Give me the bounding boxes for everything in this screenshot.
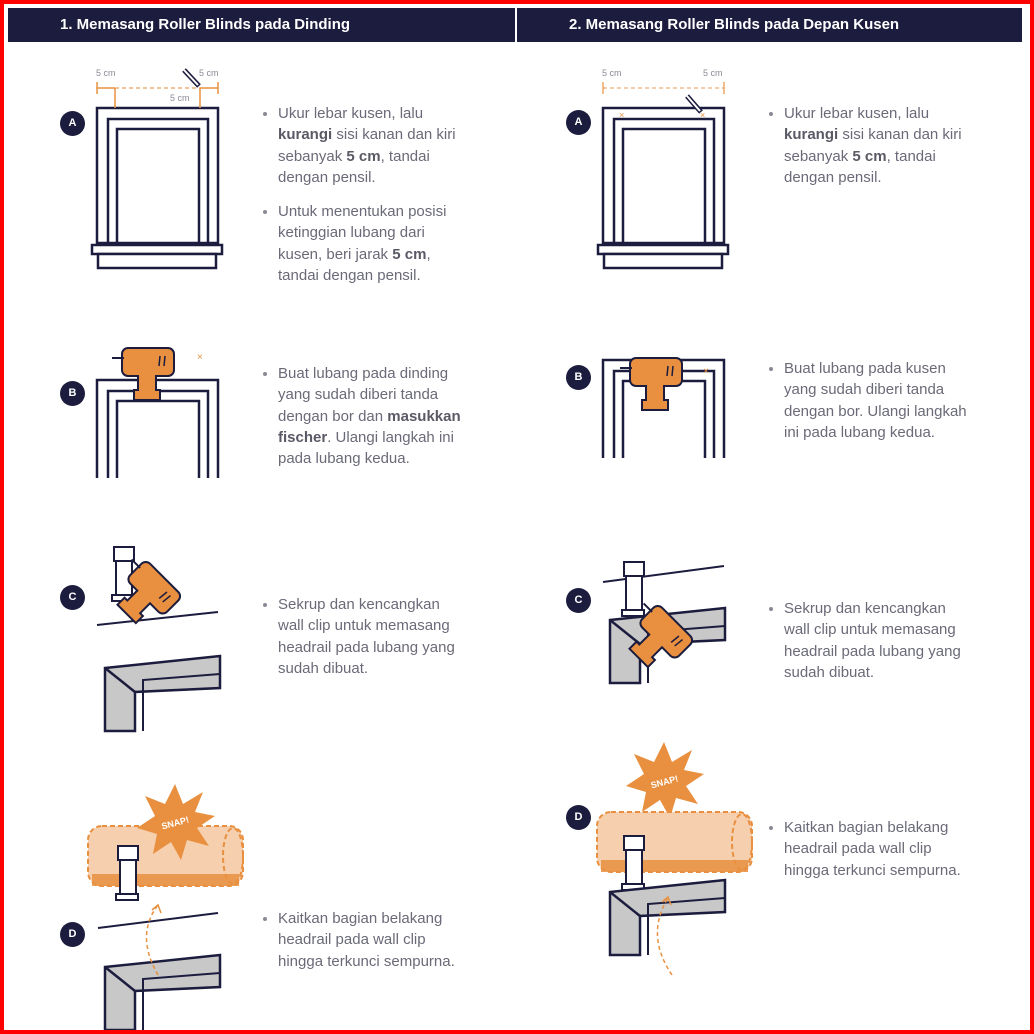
- pencil-icon: [182, 68, 201, 88]
- step-instructions: Kaitkan bagian belakang headrail pada wa…: [768, 817, 968, 894]
- text: Kaitkan bagian belakang headrail pada wa…: [784, 819, 961, 879]
- step-instructions: Sekrup dan kencangkan wall clip untuk me…: [262, 594, 462, 692]
- step-instructions: Buat lubang pada dinding yang sudah dibe…: [262, 363, 462, 482]
- measure-label: 5 cm: [170, 93, 190, 103]
- svg-text:×: ×: [619, 110, 624, 120]
- text: Ukur lebar kusen, lalu: [784, 105, 930, 122]
- text: Buat lubang pada dinding yang sudah dibe…: [278, 365, 449, 425]
- text: Ukur lebar kusen, lalu: [278, 105, 424, 122]
- snap-headrail-illustration: SNAP!: [596, 742, 753, 976]
- bullet-item: Ukur lebar kusen, lalu kurangi sisi kana…: [768, 103, 968, 188]
- bullet-item: Ukur lebar kusen, lalu kurangi sisi kana…: [262, 103, 462, 188]
- wall-clip-icon: [115, 845, 139, 901]
- text: Kaitkan bagian belakang headrail pada wa…: [278, 910, 455, 970]
- text: sisi kanan dan kiri sebanyak: [784, 126, 962, 165]
- svg-text:×: ×: [197, 352, 203, 363]
- drill-icon: [619, 357, 683, 411]
- text: , tandai dengan pensil.: [278, 245, 431, 285]
- step-instructions: Buat lubang pada kusen yang sudah diberi…: [768, 358, 968, 456]
- bullet-item: Buat lubang pada dinding yang sudah dibe…: [262, 363, 462, 469]
- step-badge-d: D: [566, 805, 591, 830]
- bullet-item: Sekrup dan kencangkan wall clip untuk me…: [262, 594, 462, 679]
- bold-text: kurangi: [784, 126, 839, 144]
- wall-clip-icon: [621, 835, 645, 891]
- svg-text:×: ×: [700, 110, 705, 120]
- step-instructions: Kaitkan bagian belakang headrail pada wa…: [262, 908, 462, 985]
- wall-clip-icon: [621, 561, 645, 617]
- step-instructions: Ukur lebar kusen, lalu kurangi sisi kana…: [768, 103, 968, 201]
- svg-text:×: ×: [703, 366, 709, 377]
- drill-wall-illustration: ×: [95, 347, 220, 480]
- section-title: 2. Memasang Roller Blinds pada Depan Kus…: [569, 16, 900, 33]
- step-badge-c: C: [566, 588, 591, 613]
- step-badge-b: B: [566, 365, 591, 390]
- bullet-item: Kaitkan bagian belakang headrail pada wa…: [768, 817, 968, 881]
- step-badge-d: D: [60, 922, 85, 947]
- step-instructions: Ukur lebar kusen, lalu kurangi sisi kana…: [262, 103, 462, 299]
- drill-frame-illustration: ×: [601, 357, 726, 460]
- bullet-item: Untuk menentukan posisi ketinggian luban…: [262, 201, 462, 286]
- text: Sekrup dan kencangkan wall clip untuk me…: [784, 600, 961, 681]
- window-measure-illustration: 5 cm 5 cm 5 cm: [90, 68, 224, 270]
- bold-text: 5 cm: [392, 245, 427, 263]
- text: , tandai dengan pensil.: [278, 147, 430, 186]
- measure-label: 5 cm: [96, 68, 116, 78]
- bold-text: kurangi: [278, 126, 333, 144]
- bullet-item: Kaitkan bagian belakang headrail pada wa…: [262, 908, 462, 972]
- step-badge-a: A: [566, 110, 591, 135]
- bullet-item: Buat lubang pada kusen yang sudah diberi…: [768, 358, 968, 443]
- measure-label: 5 cm: [199, 68, 219, 78]
- window-measure-illustration: 5 cm 5 cm × ×: [596, 68, 730, 270]
- bullet-item: Sekrup dan kencangkan wall clip untuk me…: [768, 598, 968, 683]
- screw-clip-illustration: [96, 546, 222, 733]
- measure-label: 5 cm: [602, 68, 622, 78]
- text: , tandai dengan pensil.: [784, 147, 936, 186]
- step-badge-c: C: [60, 585, 85, 610]
- text: sisi kanan dan kiri sebanyak: [278, 126, 456, 165]
- bold-text: masukkan fischer: [278, 407, 461, 446]
- step-badge-b: B: [60, 381, 85, 406]
- screw-clip-illustration: [602, 561, 727, 685]
- bold-text: 5 cm: [346, 147, 381, 165]
- bold-text: 5 cm: [852, 147, 887, 165]
- text: Untuk menentukan posisi ketinggian luban…: [278, 203, 447, 263]
- text: . Ulangi langkah ini pada lubang kedua.: [278, 428, 454, 468]
- text: Buat lubang pada kusen yang sudah diberi…: [784, 360, 967, 441]
- section-header-wall: 1. Memasang Roller Blinds pada Dinding: [8, 8, 515, 42]
- step-instructions: Sekrup dan kencangkan wall clip untuk me…: [768, 598, 968, 696]
- snap-headrail-illustration: SNAP!: [87, 784, 244, 1032]
- measure-label: 5 cm: [703, 68, 723, 78]
- section-title: 1. Memasang Roller Blinds pada Dinding: [60, 16, 351, 33]
- section-header-frame: 2. Memasang Roller Blinds pada Depan Kus…: [517, 8, 1022, 42]
- pencil-icon: [685, 94, 703, 114]
- step-badge-a: A: [60, 111, 85, 136]
- text: Sekrup dan kencangkan wall clip untuk me…: [278, 596, 455, 677]
